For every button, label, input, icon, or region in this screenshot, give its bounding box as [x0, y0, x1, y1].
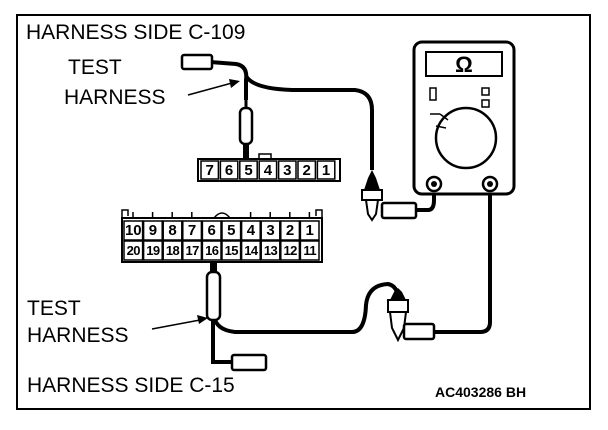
pin-label: 6: [225, 162, 233, 179]
pin-cell: [316, 160, 336, 180]
pin-label: 5: [244, 162, 252, 179]
pin-cell: [201, 220, 222, 241]
arrow-top-label: [187, 79, 240, 96]
pin-label: 1: [306, 222, 314, 239]
pin-cell: [201, 240, 222, 261]
pin-label: 9: [149, 222, 157, 239]
pin-cell: [280, 240, 301, 261]
pin-cell: [219, 160, 239, 180]
arrow-bottom-label: [151, 315, 208, 330]
pin-label: 2: [286, 222, 294, 239]
wire-c15-to-meter: [211, 186, 492, 364]
pin-cell: [182, 220, 203, 241]
pin-label: 3: [266, 222, 274, 239]
pin-label: 20: [127, 243, 141, 258]
pin-label: 16: [205, 243, 219, 258]
diagram-frame: [16, 14, 591, 410]
test-harness-top-label-line1: TEST: [68, 56, 122, 79]
pin-cell: [221, 240, 242, 261]
pin-label: 17: [185, 243, 199, 258]
pin-label: 12: [283, 243, 297, 258]
wire-meter-left: [416, 186, 436, 212]
pin-cell: [123, 240, 144, 261]
test-probe-icon: [180, 53, 254, 158]
pin-label: 2: [303, 162, 311, 179]
pin-label: 1: [322, 162, 330, 179]
pin-cell: [200, 160, 220, 180]
test-harness-bottom-label-line1: TEST: [27, 297, 81, 320]
pin-label: 8: [168, 222, 176, 239]
pin-label: 4: [247, 222, 256, 239]
pin-cell: [299, 240, 320, 261]
pin-cell: [162, 240, 183, 261]
pin-cell: [123, 220, 144, 241]
pin-cell: [221, 220, 242, 241]
alligator-clip-icon: [387, 288, 436, 343]
top-connector-label: HARNESS SIDE C-109: [26, 21, 245, 44]
pin-label: 4: [264, 162, 273, 179]
pin-cell: [277, 160, 297, 180]
wire-c109-to-meter: [209, 60, 374, 170]
figure-code: AC403286 BH: [435, 384, 526, 400]
pin-cell: [260, 220, 281, 241]
pin-label: 19: [146, 243, 160, 258]
pin-label: 15: [225, 243, 239, 258]
pin-label: 7: [206, 162, 214, 179]
ohmmeter-icon: Ω: [412, 40, 516, 196]
pin-cell: [182, 240, 203, 261]
pin-cell: [260, 240, 281, 261]
pin-cell: [240, 240, 261, 261]
pin-cell: [142, 240, 163, 261]
pin-cell: [240, 220, 261, 241]
ohm-symbol: Ω: [455, 52, 473, 77]
test-harness-bottom-label-line2: HARNESS: [27, 324, 129, 347]
bottom-connector-label: HARNESS SIDE C-15: [27, 374, 235, 397]
test-probe-icon: [205, 262, 268, 372]
pin-label: 3: [283, 162, 291, 179]
pin-label: 14: [244, 243, 259, 258]
pin-label: 5: [227, 222, 235, 239]
pin-cell: [258, 160, 278, 180]
pin-cell: [239, 160, 258, 180]
pin-cell: [299, 220, 320, 241]
pin-label: 10: [125, 222, 142, 239]
pin-cell: [280, 220, 301, 241]
pin-label: 18: [166, 243, 180, 258]
pin-label: 13: [264, 243, 278, 258]
alligator-clip-icon: [361, 170, 418, 222]
pin-label: 11: [303, 243, 316, 258]
pin-cell: [142, 220, 163, 241]
test-harness-top-label-line2: HARNESS: [64, 86, 166, 109]
pin-cell: [297, 160, 317, 180]
pin-label: 6: [208, 222, 216, 239]
pin-label: 7: [188, 222, 196, 239]
pin-cell: [162, 220, 183, 241]
